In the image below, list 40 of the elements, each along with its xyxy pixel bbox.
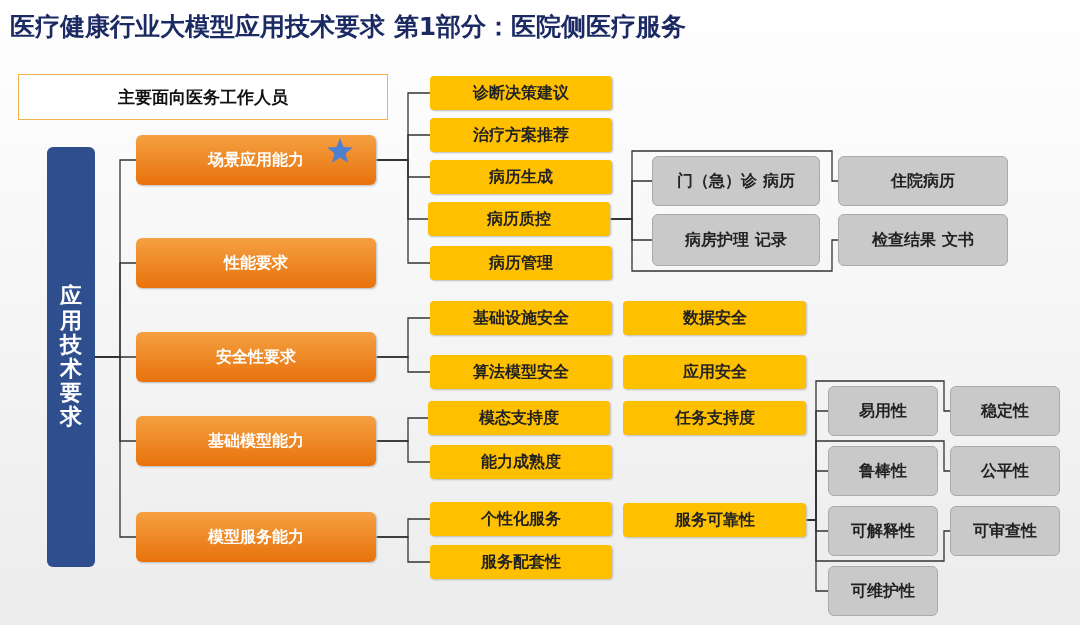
- item-box: 可维护性: [828, 566, 938, 616]
- requirement-box: 能力成熟度: [430, 445, 612, 479]
- connector-line: [375, 159, 431, 264]
- category-bar: 应用技术要求: [47, 147, 95, 567]
- requirement-box: 算法模型安全: [430, 355, 612, 389]
- capability-box: 安全性要求: [136, 332, 376, 382]
- item-box: 易用性: [828, 386, 938, 436]
- requirement-box: 治疗方案推荐: [430, 118, 612, 152]
- requirement-box: 病历质控: [428, 202, 610, 236]
- item-box: 可解释性: [828, 506, 938, 556]
- capability-box: 模型服务能力: [136, 512, 376, 562]
- item-box: 公平性: [950, 446, 1060, 496]
- item-box: 门（急）诊 病历: [652, 156, 820, 206]
- requirement-box: 诊断决策建议: [430, 76, 612, 110]
- item-box: 病房护理 记录: [652, 214, 820, 266]
- item-box: 可审查性: [950, 506, 1060, 556]
- requirement-box: 任务支持度: [623, 401, 806, 435]
- requirement-box: 应用安全: [623, 355, 806, 389]
- connector-line: [375, 440, 431, 463]
- requirement-box: 基础设施安全: [430, 301, 612, 335]
- requirement-box: 病历生成: [430, 160, 612, 194]
- requirement-box: 数据安全: [623, 301, 806, 335]
- diagram-title: 医疗健康行业大模型应用技术要求 第1部分：医院侧医疗服务: [10, 11, 687, 43]
- item-box: 住院病历: [838, 156, 1008, 206]
- capability-box: 基础模型能力: [136, 416, 376, 466]
- connector-line: [94, 356, 137, 538]
- requirement-box: 服务配套性: [430, 545, 612, 579]
- requirement-box: 模态支持度: [428, 401, 610, 435]
- requirement-box: 服务可靠性: [623, 503, 806, 537]
- audience-box: 主要面向医务工作人员: [18, 74, 388, 120]
- item-box: 检查结果 文书: [838, 214, 1008, 266]
- capability-box: 场景应用能力: [136, 135, 376, 185]
- connector-line: [805, 519, 829, 592]
- capability-box: 性能要求: [136, 238, 376, 288]
- connector-line: [375, 356, 431, 373]
- connector-line: [375, 536, 431, 563]
- item-box: 鲁棒性: [828, 446, 938, 496]
- requirement-box: 病历管理: [430, 246, 612, 280]
- item-box: 稳定性: [950, 386, 1060, 436]
- requirement-box: 个性化服务: [430, 502, 612, 536]
